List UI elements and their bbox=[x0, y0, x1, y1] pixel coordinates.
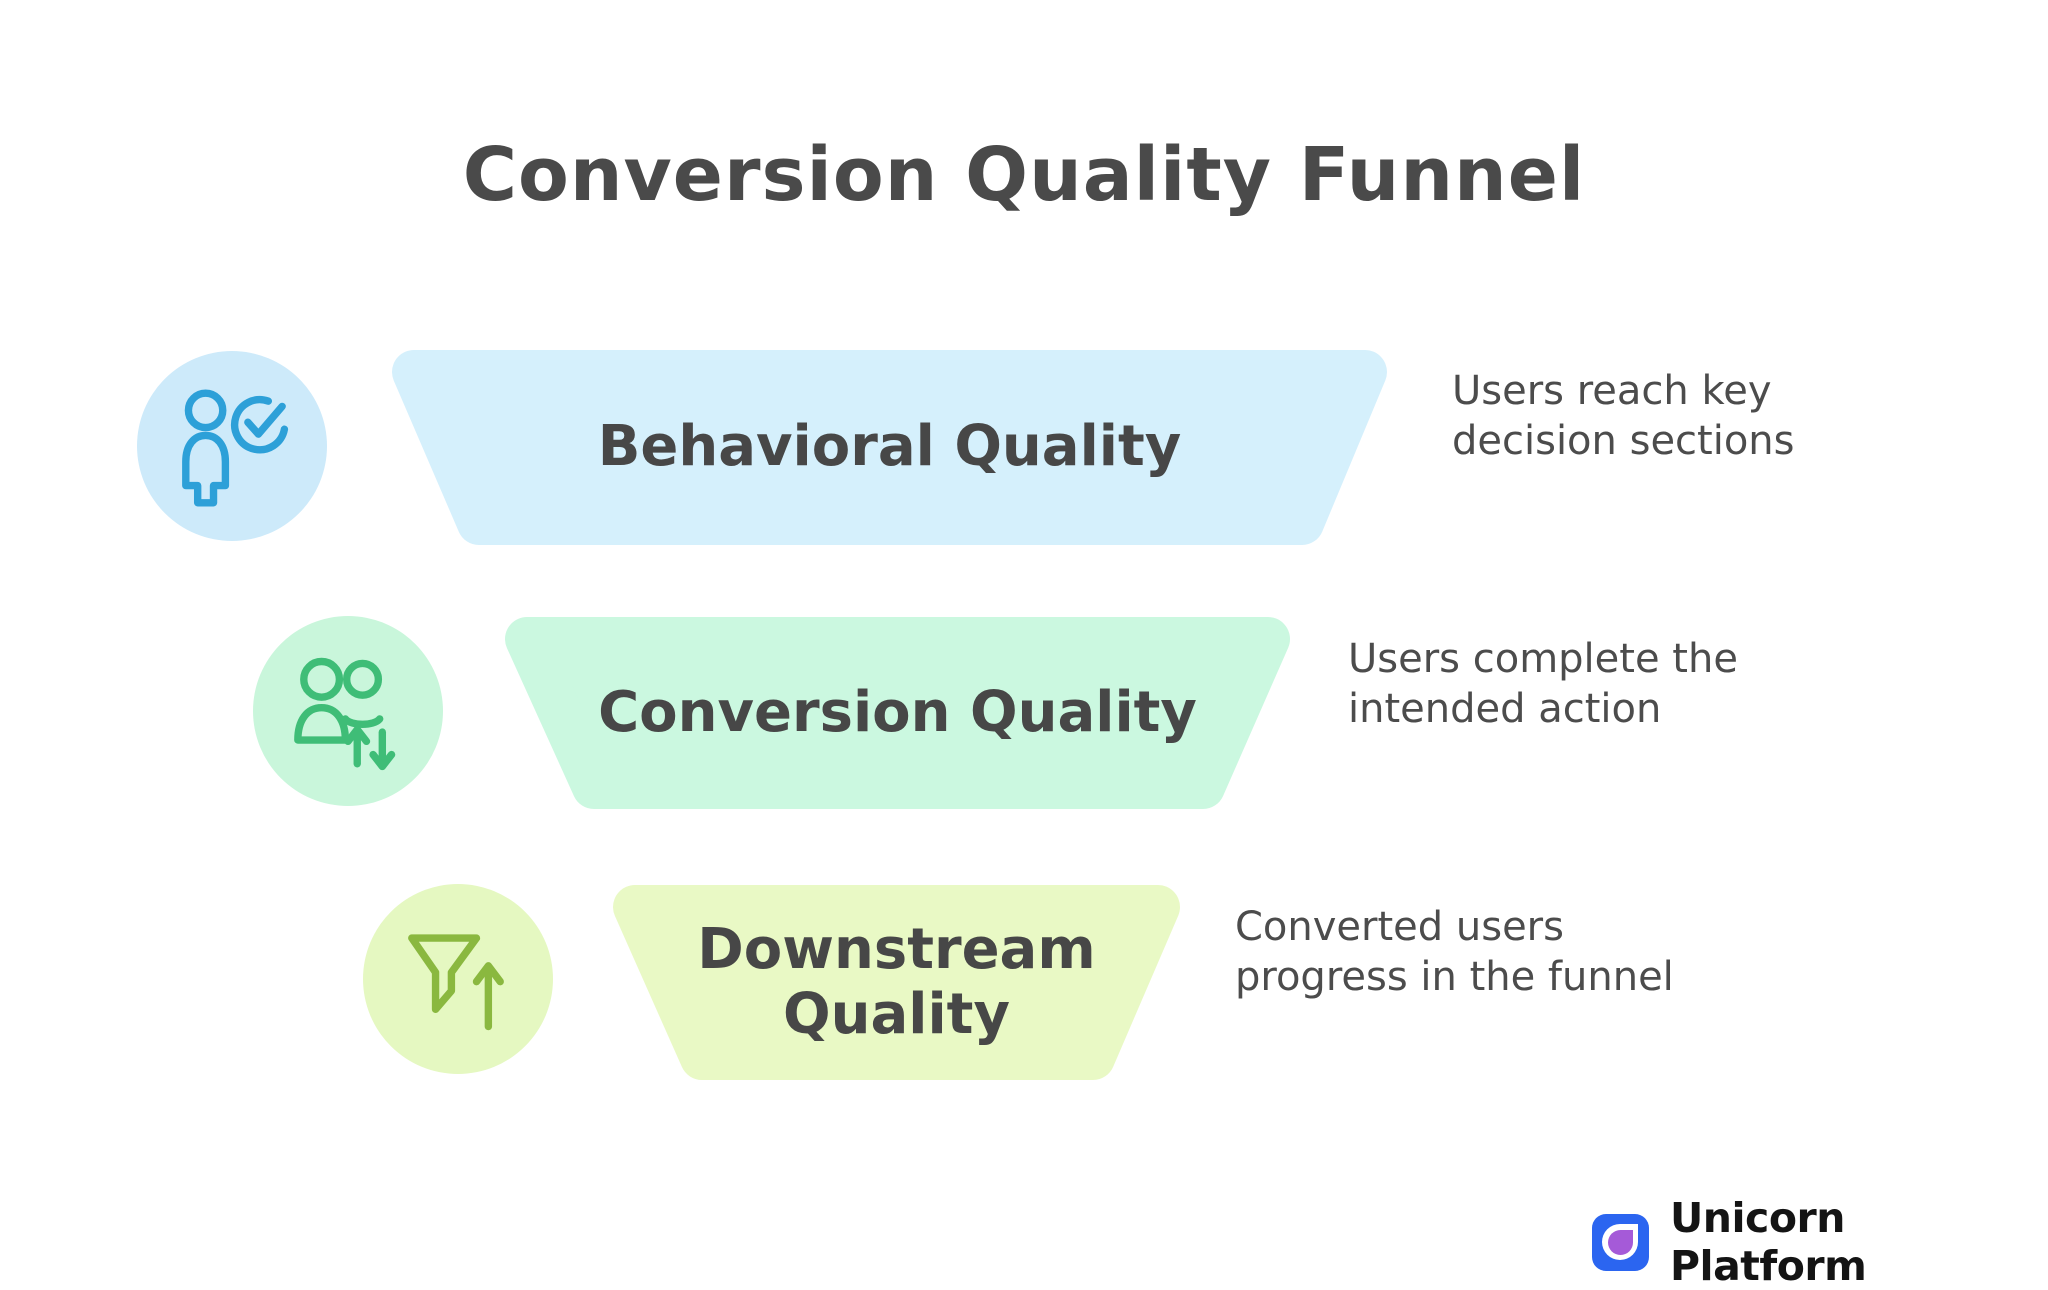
desc-line: intended action bbox=[1348, 686, 1662, 733]
conversion-quality-icon-badge bbox=[253, 616, 443, 806]
desc-line: progress in the funnel bbox=[1235, 954, 1674, 1001]
desc-line: Users complete the bbox=[1348, 636, 1738, 682]
brand-name: Unicorn Platform bbox=[1670, 1194, 1867, 1290]
funnel-stage-behavioral bbox=[392, 350, 1387, 545]
stage-label-downstream: Downstream Quality bbox=[697, 917, 1096, 1047]
desc-line: Users reach key bbox=[1452, 368, 1772, 414]
stage-desc-conversion: Users complete the intended action bbox=[1348, 634, 1738, 735]
behavioral-quality-icon-badge bbox=[137, 351, 327, 541]
funnel-stage-downstream bbox=[613, 885, 1180, 1080]
funnel-up-icon bbox=[408, 934, 504, 1031]
desc-line: decision sections bbox=[1452, 418, 1795, 465]
downstream-quality-icon-badge bbox=[363, 884, 553, 1074]
desc-line: Converted users bbox=[1235, 904, 1564, 950]
stage-desc-downstream: Converted users progress in the funnel bbox=[1235, 902, 1674, 1003]
user-check-icon bbox=[182, 389, 289, 507]
unicorn-platform-logo-icon bbox=[1592, 1213, 1649, 1271]
users-transfer-icon bbox=[294, 657, 396, 771]
funnel-stage-conversion bbox=[505, 617, 1290, 809]
unicorn-platform-brand[interactable]: Unicorn Platform bbox=[1592, 1194, 2048, 1290]
stage-label-behavioral: Behavioral Quality bbox=[597, 414, 1182, 480]
stage-label-conversion: Conversion Quality bbox=[598, 679, 1197, 745]
logo-drop-fill bbox=[1608, 1229, 1633, 1255]
page-title: Conversion Quality Funnel bbox=[462, 132, 1586, 218]
stage-desc-behavioral: Users reach key decision sections bbox=[1452, 366, 1795, 467]
